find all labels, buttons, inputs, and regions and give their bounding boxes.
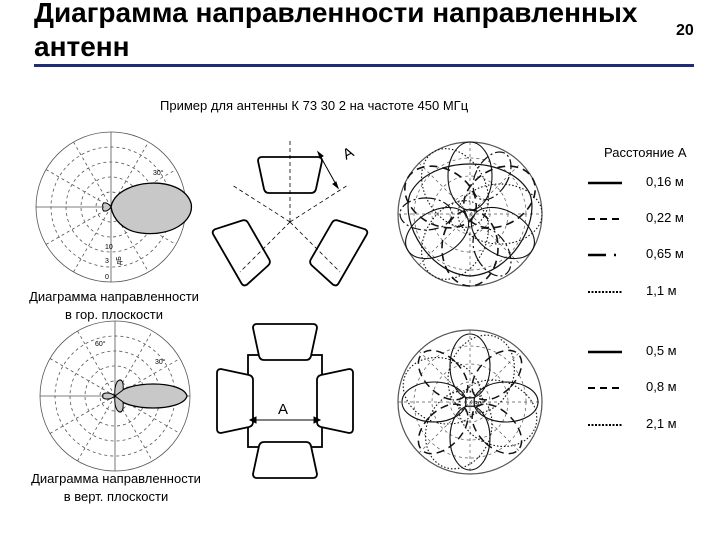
vertical-caption-line-1: Диаграмма направленности [31, 471, 201, 486]
angle-30-label-pattern: 30° [474, 400, 485, 408]
legend-line-dashed [588, 387, 622, 389]
horizontal-caption-line-1: Диаграмма направленности [29, 289, 199, 304]
title-line-1: Диаграмма направленности направленных [34, 0, 638, 28]
legend-item: 0,16 м [588, 174, 708, 194]
legend-value: 0,16 м [646, 174, 684, 189]
angle-30-label-vertical: 30° [155, 358, 166, 366]
legend-item: 0,22 м [588, 210, 708, 230]
legend-title: Расстояние А [604, 145, 687, 160]
legend-item: 0,5 м [588, 343, 708, 363]
legend-line-dashdot [588, 253, 622, 257]
page-title: Диаграмма направленности направленных ан… [34, 0, 637, 64]
four-panel-resulting-pattern: 30° [397, 329, 543, 475]
three-panel-arrangement: A [210, 140, 370, 288]
vertical-caption-line-2: в верт. плоскости [63, 489, 169, 504]
dimension-label-top: A [340, 144, 357, 164]
dimension-label-bottom: A [278, 401, 288, 418]
title-rule [34, 64, 694, 67]
slide-number: 20 [676, 22, 694, 39]
angle-30-label: 30° [153, 169, 164, 177]
legend-line-solid [588, 350, 622, 354]
legend-item: 0,65 м [588, 246, 708, 266]
legend-value: 0,65 м [646, 246, 684, 261]
legend-line-dotted [588, 291, 622, 293]
legend-value: 0,8 м [646, 379, 677, 394]
legend-item: 0,8 м [588, 379, 708, 399]
tick-0-label: 0 [105, 274, 109, 281]
horizontal-plane-polar-diagram: 30° 10 3 0 дБ [35, 131, 192, 283]
angle-60-label-vertical: 60° [95, 340, 106, 348]
title-line-2: антенн [34, 31, 130, 62]
legend-value: 1,1 м [646, 283, 677, 298]
vertical-plane-polar-diagram: 30° 60° [39, 320, 191, 472]
vertical-plane-caption: Диаграмма направленности в верт. плоскос… [6, 470, 226, 506]
horizontal-plane-caption: Диаграмма направленности в гор. плоскост… [4, 288, 224, 324]
horizontal-caption-line-2: в гор. плоскости [65, 307, 163, 322]
legend-value: 0,22 м [646, 210, 684, 225]
three-panel-resulting-pattern [397, 141, 543, 287]
legend-line-solid [588, 181, 622, 185]
subtitle: Пример для антенны К 73 30 2 на частоте … [160, 98, 469, 113]
legend-line-dashed [588, 218, 622, 220]
unit-label: дБ [116, 256, 123, 265]
legend-value: 2,1 м [646, 416, 677, 431]
four-panel-arrangement: A [216, 323, 354, 479]
legend-line-dotted [588, 424, 622, 426]
legend-item: 2,1 м [588, 416, 708, 436]
tick-10-label: 10 [105, 244, 113, 251]
legend-value: 0,5 м [646, 343, 677, 358]
tick-3-label: 3 [105, 258, 109, 265]
legend-item: 1,1 м [588, 283, 708, 303]
